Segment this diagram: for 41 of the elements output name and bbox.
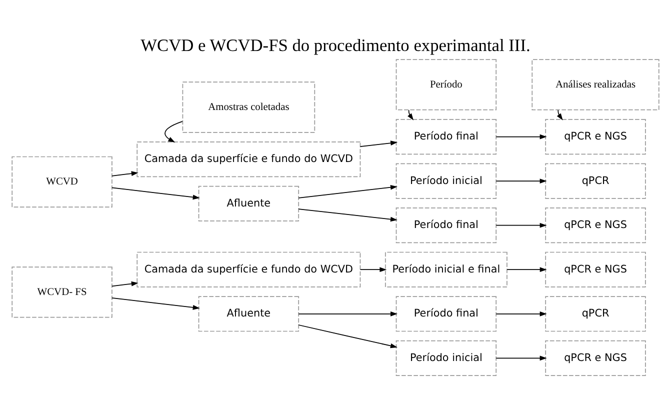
- arrow: [298, 324, 398, 348]
- node-box: qPCR e NGS: [545, 251, 646, 287]
- arrow: [496, 134, 547, 139]
- arrow: [164, 120, 183, 142]
- node-box: Camada da superfície e fundo do WCVD: [136, 141, 361, 177]
- node-box: Afluente: [198, 185, 300, 221]
- arrow: [112, 186, 200, 200]
- arrow: [506, 266, 547, 272]
- node-box: WCVD: [12, 156, 112, 208]
- arrow: [496, 310, 547, 316]
- arrow: [112, 297, 200, 310]
- arrow: [496, 355, 547, 360]
- arrow: [360, 140, 398, 147]
- node-box: Afluente: [198, 296, 300, 332]
- node-box: Período inicial: [396, 162, 497, 198]
- arrow: [298, 208, 398, 222]
- node-box: Camada da superfície e fundo do WCVD: [136, 251, 361, 287]
- node-box: qPCR: [545, 162, 646, 198]
- node-box: qPCR e NGS: [545, 207, 646, 243]
- node-box: Período inicial: [396, 340, 497, 376]
- arrow: [112, 170, 138, 176]
- node-box: Período final: [396, 207, 497, 243]
- node-box: Análises realizadas: [532, 58, 660, 110]
- node-box: Período final: [396, 296, 497, 332]
- arrow: [496, 222, 547, 228]
- arrow: [496, 178, 547, 183]
- node-box: qPCR e NGS: [545, 118, 646, 154]
- arrow: [360, 266, 387, 272]
- node-box: Período final: [396, 118, 497, 154]
- node-box: Período: [396, 58, 497, 110]
- arrow: [298, 184, 398, 198]
- arrow: [556, 109, 563, 120]
- node-box: WCVD- FS: [12, 266, 112, 318]
- diagram-title: WCVD e WCVD-FS do procedimento experimantal III.: [140, 35, 530, 54]
- node-box: Amostras coletadas: [182, 81, 316, 132]
- arrow: [408, 109, 414, 120]
- node-box: qPCR: [545, 296, 646, 332]
- node-box: qPCR e NGS: [545, 340, 646, 376]
- arrow: [112, 280, 138, 286]
- arrow: [298, 310, 398, 316]
- node-box: Período inicial e final: [384, 251, 508, 287]
